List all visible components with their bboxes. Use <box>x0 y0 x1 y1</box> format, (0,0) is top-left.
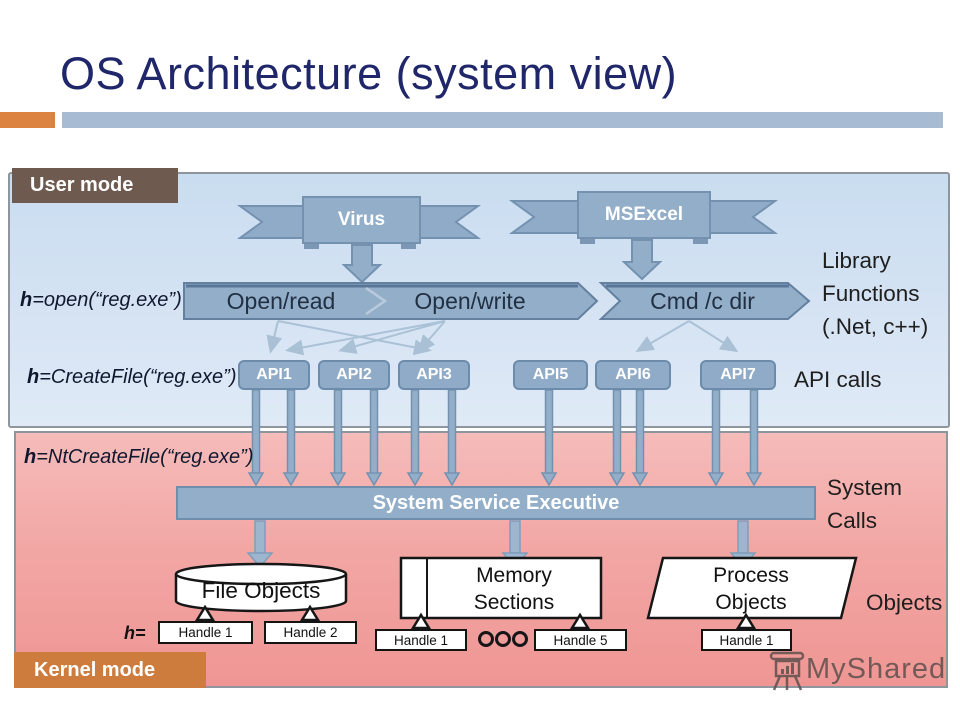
virus-ribbon <box>236 196 482 249</box>
file-objects-label: File Objects <box>201 578 321 603</box>
msexcel-ribbon <box>508 191 779 244</box>
accent-bar-orange <box>0 112 55 128</box>
h-equals-label: h= <box>124 623 146 643</box>
open-write-label: Open/write <box>414 287 526 314</box>
virus-app-label: Virus <box>337 209 386 230</box>
system-service-executive-bar: System Service Executive <box>176 486 816 520</box>
memory-sections-shape <box>399 556 603 620</box>
virus-down-arrow <box>341 244 383 284</box>
h-createfile-label: h=CreateFile(“reg.exe”) <box>27 366 237 388</box>
accent-bar-blue <box>62 112 943 128</box>
memory-sections-label: Memory Sections <box>473 564 555 614</box>
kernel-mode-label: Kernel mode <box>14 652 206 688</box>
api7-box: API7 <box>700 360 776 390</box>
api-calls-label: API calls <box>794 367 882 392</box>
library-call-bar <box>183 282 811 320</box>
process-objects-shape <box>646 556 858 620</box>
process-handle-1: Handle 1 <box>701 629 792 651</box>
system-calls-label: System Calls <box>827 475 903 533</box>
h-open-label: h=open(“reg.exe”) <box>20 289 182 311</box>
file-handle-2: Handle 2 <box>264 621 357 644</box>
memory-handle-1: Handle 1 <box>375 629 467 651</box>
objects-label: Objects <box>866 590 943 615</box>
file-objects-shape <box>174 562 348 613</box>
page-title: OS Architecture (system view) <box>60 48 678 99</box>
handle-carets <box>194 604 757 630</box>
process-objects-label: Process Objects <box>713 564 789 614</box>
api6-box: API6 <box>595 360 671 390</box>
api5-box: API5 <box>513 360 588 390</box>
msexcel-down-arrow <box>621 239 663 281</box>
myshared-watermark: MyShared <box>806 653 947 685</box>
ellipsis-dots <box>478 631 528 647</box>
api-to-sse-arrows <box>247 389 763 487</box>
myshared-logo-icon <box>769 651 805 691</box>
h-ntcreatefile-label: h=NtCreateFile(“reg.exe”) <box>24 446 254 468</box>
api3-box: API3 <box>398 360 470 390</box>
bar-to-api-lines <box>266 320 739 356</box>
user-mode-label: User mode <box>12 168 178 203</box>
api2-box: API2 <box>318 360 390 390</box>
cmd-dir-label: Cmd /c dir <box>650 287 755 314</box>
api1-box: API1 <box>238 360 310 390</box>
file-handle-1: Handle 1 <box>158 621 253 644</box>
msexcel-app-label: MSExcel <box>604 204 684 225</box>
open-read-label: Open/read <box>226 287 336 314</box>
memory-handle-5: Handle 5 <box>534 629 627 651</box>
library-functions-label: Library Functions (.Net, c++) <box>822 248 929 339</box>
